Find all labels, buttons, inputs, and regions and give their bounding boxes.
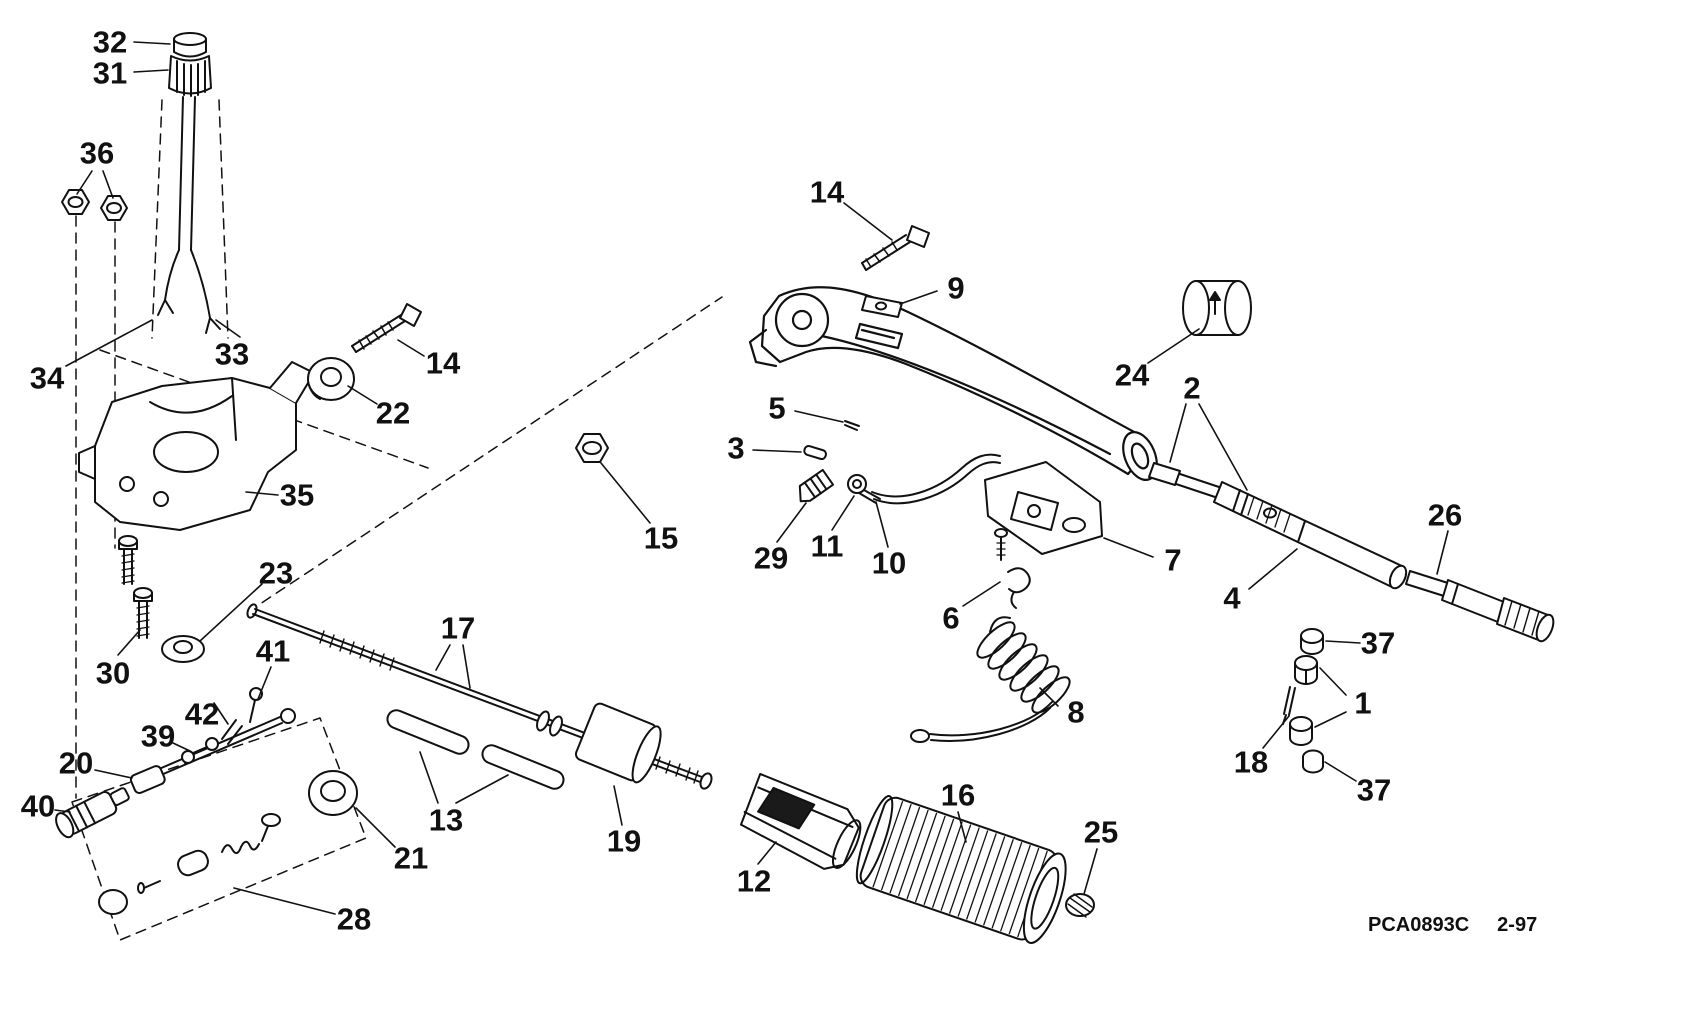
connector-26 xyxy=(1405,570,1555,643)
callout-19: 19 xyxy=(607,824,641,859)
callout-7: 7 xyxy=(1164,543,1181,578)
callout-31: 31 xyxy=(93,56,127,91)
callout-28: 28 xyxy=(337,902,371,937)
tubes-13 xyxy=(386,709,565,790)
washer-22 xyxy=(307,357,355,401)
throttle-shaft-2-4 xyxy=(1148,462,1408,590)
callout-13: 13 xyxy=(429,803,463,838)
footer-revision: 2-97 xyxy=(1497,914,1537,936)
swivel-20 xyxy=(129,765,166,794)
hardware-1-18-37 xyxy=(1282,628,1324,774)
callout-16: 16 xyxy=(941,778,975,813)
lead-wire-10 xyxy=(871,453,1001,505)
callout-14-left: 14 xyxy=(426,346,461,381)
callout-20: 20 xyxy=(59,746,93,781)
plug-29 xyxy=(798,468,835,503)
bolt-14-top xyxy=(861,225,930,271)
callout-30: 30 xyxy=(96,656,130,691)
callout-3: 3 xyxy=(727,431,744,466)
callout-41: 41 xyxy=(256,634,290,669)
footer-part-code-line: PCA0893C 2-97 xyxy=(1368,914,1537,936)
callout-36: 36 xyxy=(80,136,114,171)
callout-14-top: 14 xyxy=(810,175,845,210)
mount-bracket-35 xyxy=(78,361,315,531)
callout-10: 10 xyxy=(872,546,906,581)
bolts-30 xyxy=(118,535,153,639)
callout-37-upper: 37 xyxy=(1361,626,1395,661)
bolt-14-left xyxy=(351,303,422,353)
callout-2: 2 xyxy=(1183,371,1200,406)
callout-1: 1 xyxy=(1354,686,1371,721)
callout-15: 15 xyxy=(644,521,678,556)
switch-bracket-7 xyxy=(984,461,1103,555)
callout-24: 24 xyxy=(1115,358,1150,393)
callout-34: 34 xyxy=(30,361,65,396)
handle-grip-16 xyxy=(855,795,1067,944)
callout-26: 26 xyxy=(1428,498,1462,533)
roll-pin-3 xyxy=(803,444,827,461)
callout-6: 6 xyxy=(942,601,959,636)
callout-32: 32 xyxy=(93,25,127,60)
callout-labels: 32 31 36 33 34 14 22 35 23 30 41 42 39 2… xyxy=(21,25,1462,937)
grip-front-12 xyxy=(739,772,862,870)
callout-12: 12 xyxy=(737,864,771,899)
leader-lines xyxy=(54,41,1449,915)
callout-11: 11 xyxy=(811,529,844,564)
screw-clip-6 xyxy=(994,528,1031,609)
callout-40: 40 xyxy=(21,789,55,824)
callout-8: 8 xyxy=(1067,695,1084,730)
callout-39: 39 xyxy=(141,719,175,754)
nut-15 xyxy=(575,433,609,463)
callout-17: 17 xyxy=(441,611,475,646)
washer-23 xyxy=(161,635,205,663)
footer-part-code: PCA0893C xyxy=(1368,914,1469,936)
grommet-21 xyxy=(308,770,358,816)
ring-terminal-11 xyxy=(847,474,881,504)
callout-5: 5 xyxy=(768,391,785,426)
callout-42: 42 xyxy=(185,697,219,732)
callout-25: 25 xyxy=(1084,815,1118,850)
wire-leads-33 xyxy=(157,249,221,334)
knob-assembly-31-32 xyxy=(168,32,212,251)
cylinder-19 xyxy=(574,702,662,784)
callout-35: 35 xyxy=(280,478,314,513)
callout-29: 29 xyxy=(754,541,788,576)
steering-arm xyxy=(748,286,1158,481)
callout-37-lower: 37 xyxy=(1357,773,1391,808)
callout-22: 22 xyxy=(376,396,410,431)
spring-8 xyxy=(910,616,1071,743)
connector-40 xyxy=(55,787,130,839)
retainer-plate-9 xyxy=(861,295,903,318)
bushing-24 xyxy=(1182,280,1252,336)
callout-23: 23 xyxy=(259,556,293,591)
locknuts-36 xyxy=(61,189,128,221)
callout-33: 33 xyxy=(215,337,249,372)
detent-parts-28 xyxy=(98,813,281,915)
callout-9: 9 xyxy=(947,271,964,306)
callout-18: 18 xyxy=(1234,745,1268,780)
callout-4: 4 xyxy=(1223,581,1241,616)
cotter-pin-5 xyxy=(844,420,860,431)
end-cap-25 xyxy=(1065,893,1095,918)
callout-21: 21 xyxy=(394,841,428,876)
